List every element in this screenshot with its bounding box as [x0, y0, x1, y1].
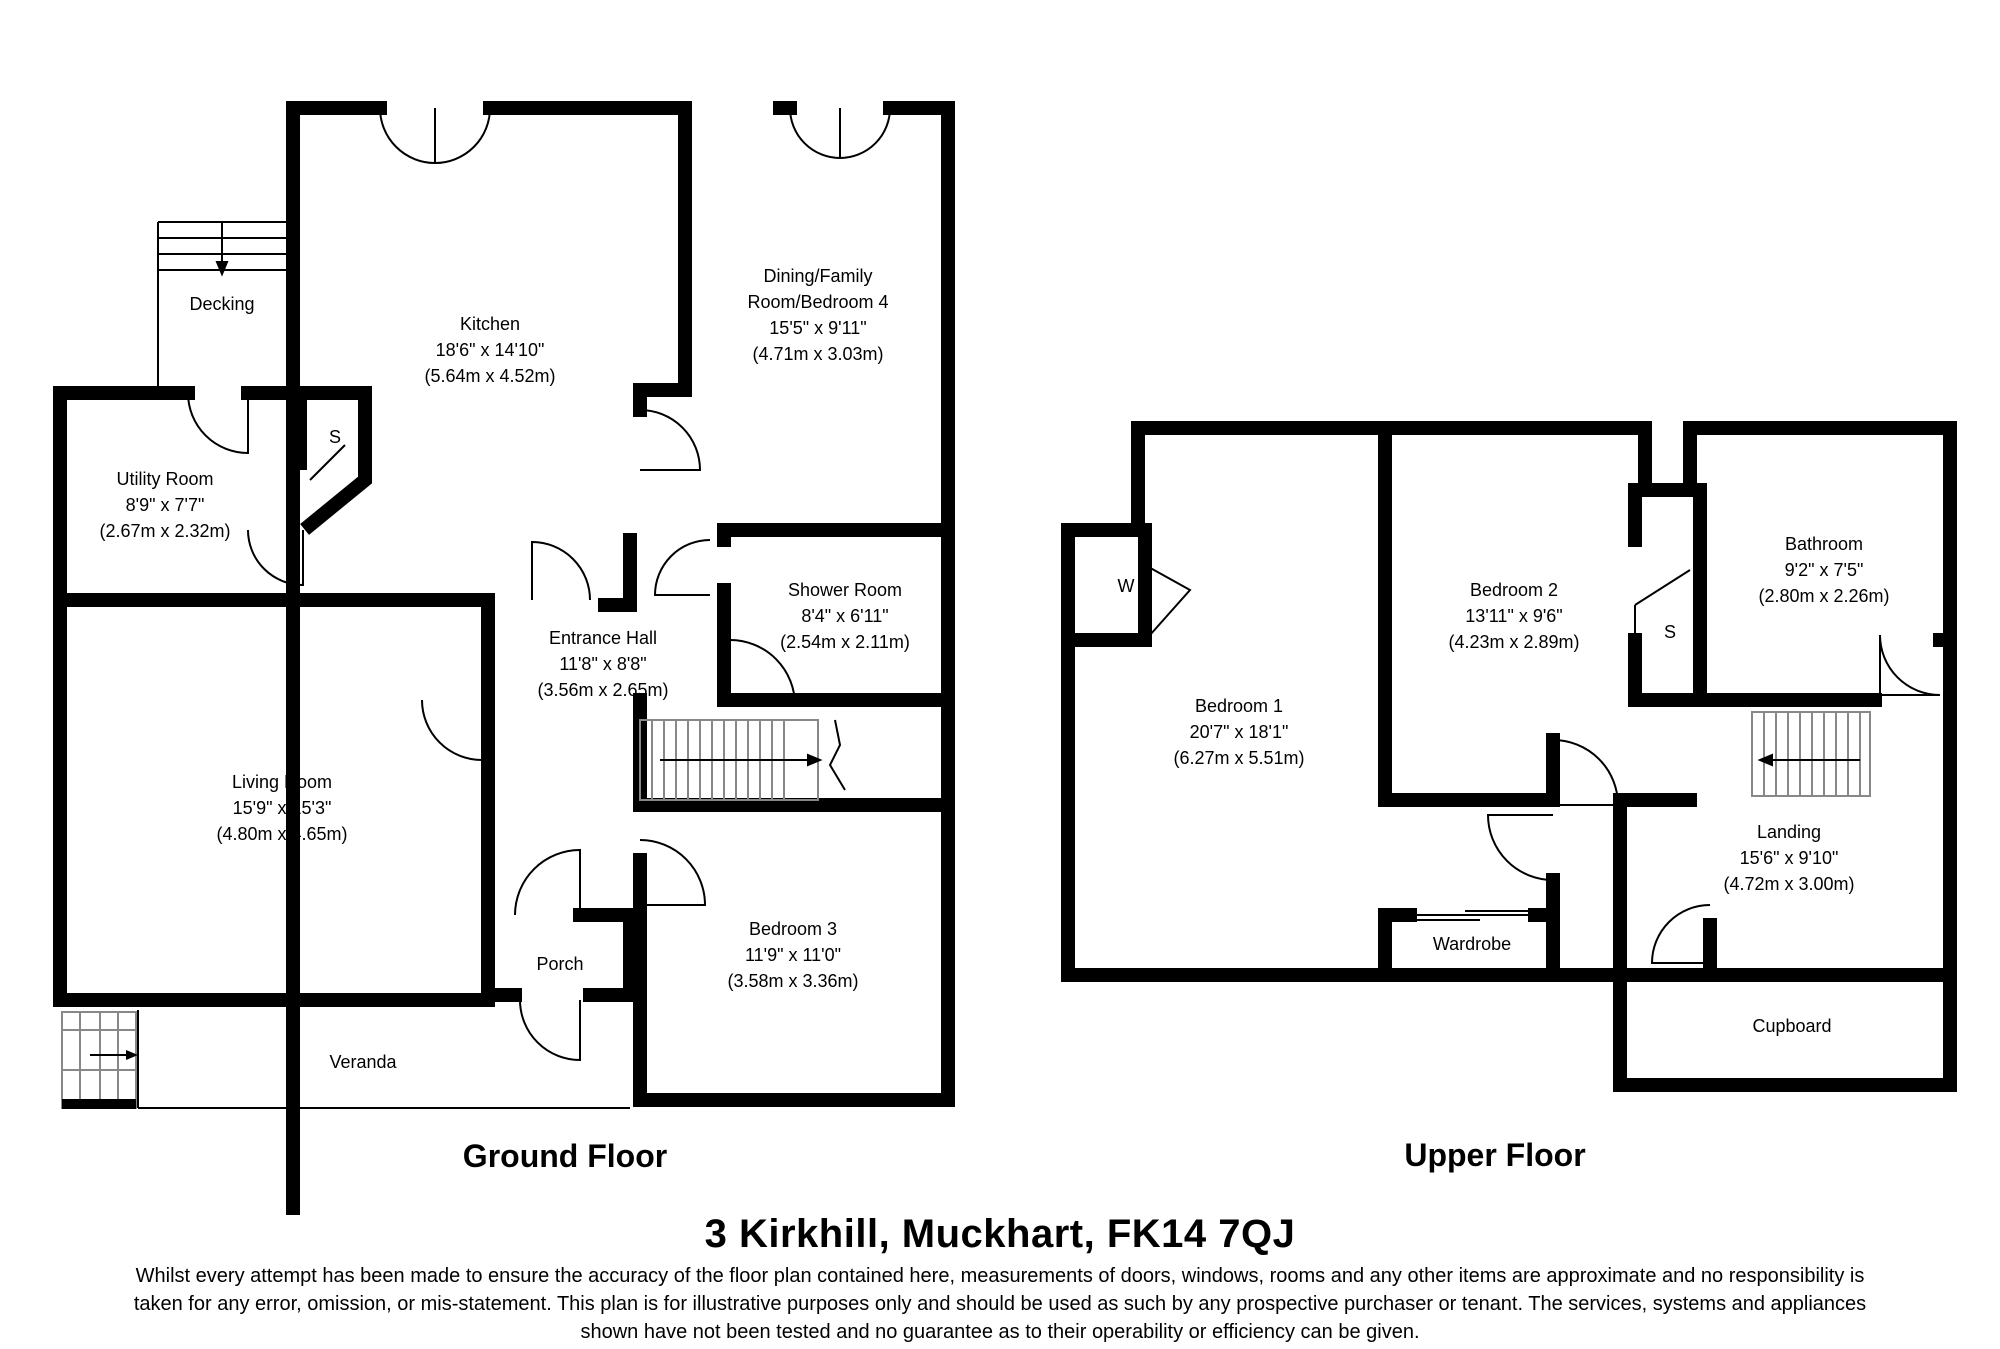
bedroom2-dims-metric: (4.23m x 2.89m)	[1448, 632, 1579, 652]
shower-name: Shower Room	[788, 580, 902, 600]
decking-steps	[157, 221, 288, 400]
property-address: 3 Kirkhill, Muckhart, FK14 7QJ	[704, 1212, 1296, 1256]
porch-label: Porch	[536, 954, 583, 974]
landing-dims-imperial: 15'6" x 9'10"	[1740, 848, 1839, 868]
bedroom1-name: Bedroom 1	[1195, 696, 1283, 716]
upper-w-label: W	[1118, 576, 1135, 596]
bedroom1-dims-imperial: 20'7" x 18'1"	[1190, 722, 1289, 742]
cupboard-label: Cupboard	[1752, 1016, 1831, 1036]
bedroom2-name: Bedroom 2	[1470, 580, 1558, 600]
dining-name-line1: Dining/Family	[763, 266, 872, 286]
bathroom-dims-metric: (2.80m x 2.26m)	[1758, 586, 1889, 606]
landing-name: Landing	[1757, 822, 1821, 842]
dining-dims-imperial: 15'5" x 9'11"	[769, 318, 866, 338]
ground-floor-title: Ground Floor	[462, 1138, 668, 1174]
hall-dims-metric: (3.56m x 2.65m)	[537, 680, 668, 700]
upper-stairs	[1751, 711, 1871, 797]
bedroom3-dims-imperial: 11'9" x 11'0"	[745, 945, 841, 965]
disclaimer-text: Whilst every attempt has been made to en…	[133, 1265, 1867, 1343]
ground-stairs	[639, 719, 846, 801]
upper-floor-labels: W Bedroom 1 20'7" x 18'1" (6.27m x 5.51m…	[1118, 534, 1890, 1036]
bedroom3-dims-metric: (3.58m x 3.36m)	[727, 971, 858, 991]
ground-floor-doors	[187, 107, 891, 1062]
bedroom1-dims-metric: (6.27m x 5.51m)	[1173, 748, 1304, 768]
bedroom3-name: Bedroom 3	[749, 919, 837, 939]
veranda-label: Veranda	[329, 1052, 397, 1072]
decking-label: Decking	[189, 294, 254, 314]
upper-floor-title: Upper Floor	[1404, 1137, 1586, 1173]
living-name: Living Room	[232, 772, 332, 792]
wardrobe-label: Wardrobe	[1433, 934, 1511, 954]
ground-store-label: S	[329, 427, 341, 447]
kitchen-dims-imperial: 18'6" x 14'10"	[436, 340, 545, 360]
living-dims-metric: (4.80m x 4.65m)	[216, 824, 347, 844]
bedroom2-dims-imperial: 13'11" x 9'6"	[1465, 606, 1562, 626]
hall-dims-imperial: 11'8" x 8'8"	[559, 654, 646, 674]
shower-dims-imperial: 8'4" x 6'11"	[801, 606, 888, 626]
bathroom-name: Bathroom	[1785, 534, 1863, 554]
hall-name: Entrance Hall	[549, 628, 657, 648]
bathroom-dims-imperial: 9'2" x 7'5"	[1785, 560, 1864, 580]
landing-dims-metric: (4.72m x 3.00m)	[1723, 874, 1854, 894]
utility-name: Utility Room	[116, 469, 213, 489]
ground-floor-walls	[53, 101, 955, 1215]
utility-dims-metric: (2.67m x 2.32m)	[99, 521, 230, 541]
kitchen-dims-metric: (5.64m x 4.52m)	[424, 366, 555, 386]
dining-name-line2: Room/Bedroom 4	[747, 292, 888, 312]
kitchen-name: Kitchen	[460, 314, 520, 334]
upper-store-label: S	[1664, 622, 1676, 642]
utility-dims-imperial: 8'9" x 7'7"	[126, 495, 205, 515]
dining-dims-metric: (4.71m x 3.03m)	[752, 344, 883, 364]
upper-floor-walls	[1061, 421, 1957, 1092]
veranda-outline	[61, 1010, 630, 1109]
upper-floor-doors	[1144, 564, 1941, 964]
ground-floor-labels: Decking S Kitchen 18'6" x 14'10" (5.64m …	[99, 266, 909, 1072]
shower-dims-metric: (2.54m x 2.11m)	[780, 632, 910, 652]
living-dims-imperial: 15'9" x 15'3"	[233, 798, 332, 818]
